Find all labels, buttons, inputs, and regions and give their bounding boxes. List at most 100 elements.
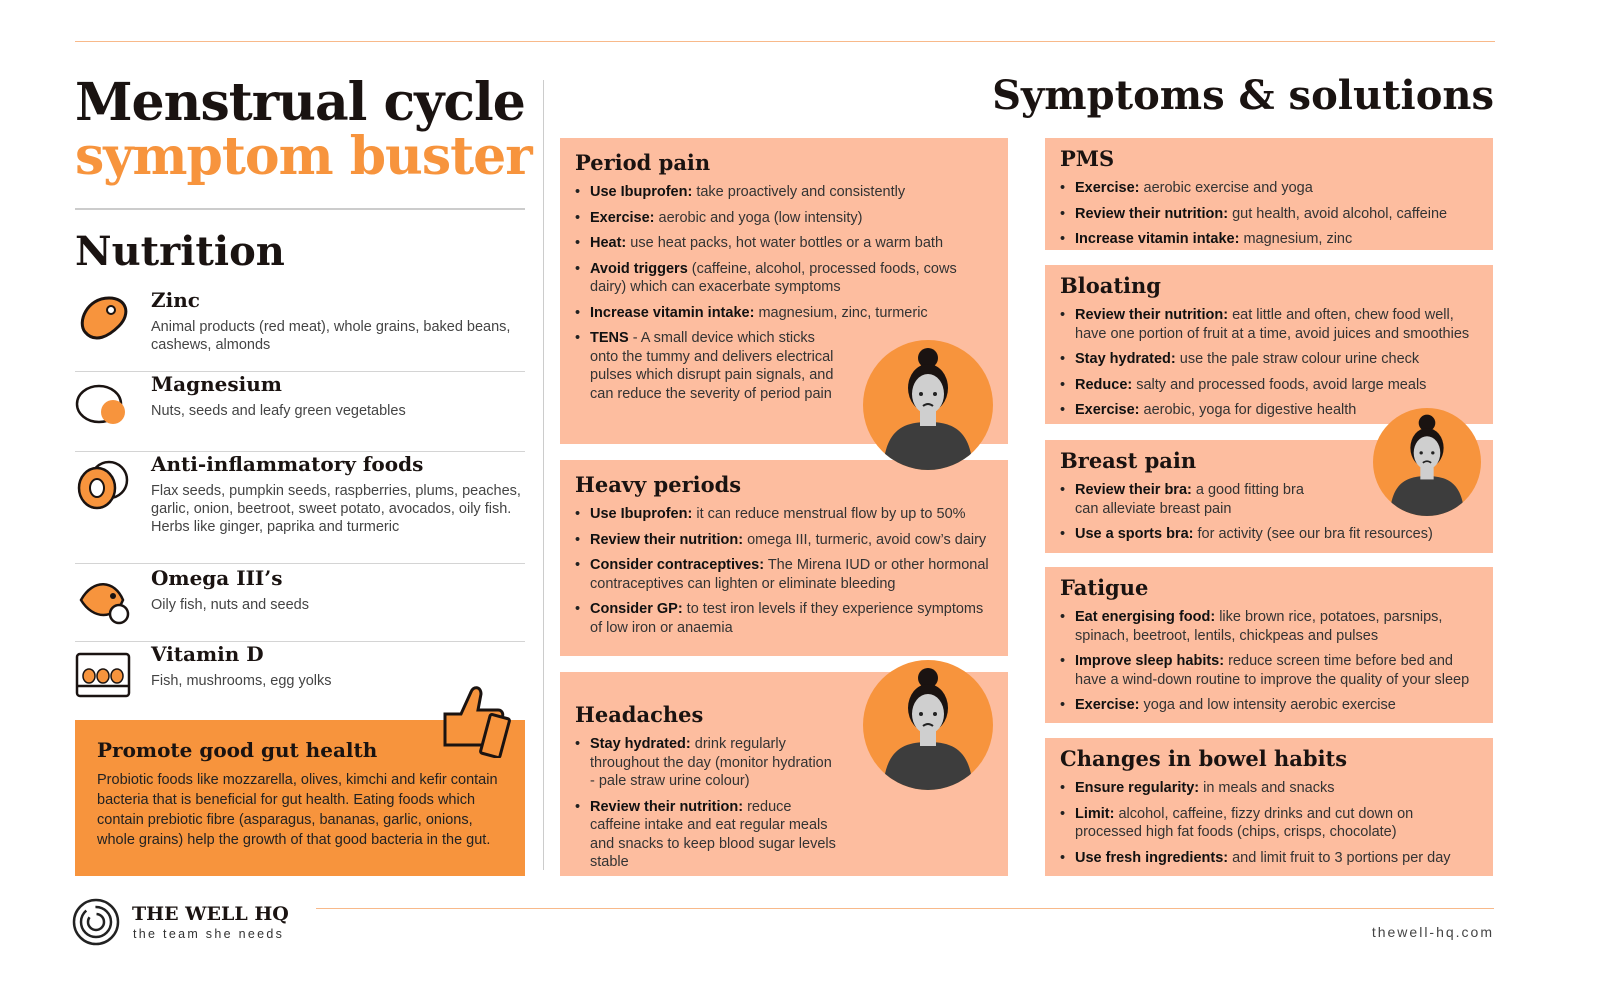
- solution-item: Increase vitamin intake: magnesium, zinc…: [575, 304, 993, 323]
- solution-label: Avoid triggers: [590, 260, 688, 277]
- solution-label: Use fresh ingredients:: [1075, 849, 1229, 866]
- solution-item: Stay hydrated: drink regularly throughou…: [575, 735, 840, 791]
- solution-item: Review their nutrition: reduce caffeine …: [575, 798, 840, 872]
- gut-health-text: Probiotic foods like mozzarella, olives,…: [97, 772, 498, 848]
- solution-label: Increase vitamin intake:: [1075, 231, 1240, 247]
- solution-detail: drink regularly throughout the day (moni…: [590, 736, 832, 789]
- website-link[interactable]: thewell-hq.com: [1371, 924, 1494, 940]
- panel-pms: PMSExercise: aerobic exercise and yogaRe…: [1045, 138, 1493, 250]
- solution-label: Ensure regularity:: [1075, 780, 1200, 796]
- nutrient-name: Anti-inflammatory foods: [151, 452, 424, 476]
- nutrient-item: Magnesium Nuts, seeds and leafy green ve…: [75, 372, 525, 452]
- solution-detail: omega III, turmeric, avoid cow’s dairy: [743, 531, 987, 548]
- solution-label: Heat:: [590, 235, 627, 251]
- solution-label: Stay hydrated:: [590, 736, 691, 752]
- solution-item: Review their nutrition: omega III, turme…: [575, 531, 993, 550]
- solution-detail: it can reduce menstrual flow by up to 50…: [692, 506, 966, 522]
- title-divider: [75, 208, 525, 210]
- solution-item: Use a sports bra: for activity (see our …: [1060, 525, 1478, 544]
- panel-title: Heavy periods: [575, 472, 742, 497]
- solution-item: Use Ibuprofen: it can reduce menstrual f…: [575, 505, 993, 524]
- solution-detail: aerobic, yoga for digestive health: [1139, 402, 1357, 418]
- solution-label: Consider contraceptives:: [590, 557, 765, 573]
- panel-title: Bloating: [1060, 273, 1161, 298]
- solution-item: Improve sleep habits: reduce screen time…: [1060, 652, 1478, 689]
- solution-item: Exercise: aerobic exercise and yoga: [1060, 179, 1478, 198]
- nutrient-item: Anti-inflammatory foods Flax seeds, pump…: [75, 452, 525, 564]
- solution-label: Review their nutrition:: [590, 798, 744, 815]
- solution-label: Use Ibuprofen:: [590, 506, 693, 522]
- solution-detail: reduce caffeine intake and eat regular m…: [590, 798, 836, 871]
- fish-icon: [79, 583, 130, 625]
- well-hq-logo-icon: [72, 898, 120, 946]
- panel-bowel-habits: Changes in bowel habitsEnsure regularity…: [1045, 738, 1493, 876]
- nutrient-item: Vitamin D Fish, mushrooms, egg yolks: [75, 642, 525, 702]
- headache-person-illustration: [863, 660, 993, 790]
- solution-item: Exercise: aerobic and yoga (low intensit…: [575, 209, 993, 228]
- solution-detail: alcohol, caffeine, fizzy drinks and cut …: [1075, 805, 1414, 841]
- panel-title: Breast pain: [1060, 448, 1197, 473]
- panel-title: Changes in bowel habits: [1060, 746, 1348, 771]
- panel-heavy-periods: Heavy periodsUse Ibuprofen: it can reduc…: [560, 460, 1008, 656]
- nutrient-item: Omega III’s Oily fish, nuts and seeds: [75, 566, 525, 642]
- solution-detail: for activity (see our bra fit resources): [1193, 526, 1433, 542]
- solution-item: TENS - A small device which sticks onto …: [575, 329, 840, 403]
- solution-item: Review their bra: a good fitting bra can…: [1060, 481, 1330, 518]
- solution-label: Review their bra:: [1075, 482, 1192, 498]
- solution-detail: gut health, avoid alcohol, caffeine: [1228, 205, 1448, 222]
- solution-label: Review their nutrition:: [1075, 205, 1229, 222]
- solution-item: Increase vitamin intake: magnesium, zinc: [1060, 230, 1478, 249]
- thumbs-up-icon: [443, 686, 511, 758]
- steak-icon: [80, 296, 128, 340]
- solution-detail: use heat packs, hot water bottles or a w…: [626, 235, 944, 251]
- solution-label: Reduce:: [1075, 376, 1133, 393]
- panel-bloating: BloatingReview their nutrition: eat litt…: [1045, 265, 1493, 424]
- solution-label: Stay hydrated:: [1075, 351, 1176, 367]
- period-pain-person-illustration: [863, 340, 993, 470]
- nutrient-description: Animal products (red meat), whole grains…: [151, 319, 511, 353]
- panel-title: Fatigue: [1060, 575, 1149, 600]
- page-title: Menstrual cycle: [75, 72, 526, 133]
- solution-item: Exercise: yoga and low intensity aerobic…: [1060, 696, 1478, 715]
- nutrient-name: Magnesium: [151, 372, 282, 396]
- solution-detail: in meals and snacks: [1199, 780, 1335, 796]
- solution-label: Exercise:: [1075, 697, 1140, 713]
- nutrient-name: Vitamin D: [151, 642, 264, 666]
- solution-detail: aerobic exercise and yoga: [1139, 180, 1313, 196]
- footer-divider: [316, 908, 1494, 909]
- solution-item: Heat: use heat packs, hot water bottles …: [575, 234, 993, 253]
- nutrition-heading: Nutrition: [75, 228, 285, 275]
- solution-item: Use Ibuprofen: take proactively and cons…: [575, 183, 993, 202]
- solution-label: TENS: [590, 330, 629, 346]
- solution-label: Review their nutrition:: [590, 531, 744, 548]
- peach-icon: [77, 460, 129, 510]
- solution-label: Use a sports bra:: [1075, 526, 1194, 542]
- solution-detail: and limit fruit to 3 portions per day: [1228, 849, 1451, 866]
- solution-label: Exercise:: [1075, 180, 1140, 196]
- solution-detail: use the pale straw colour urine check: [1175, 351, 1420, 367]
- solution-label: Improve sleep habits:: [1075, 653, 1225, 669]
- solution-detail: magnesium, zinc, turmeric: [754, 304, 928, 321]
- panel-title: Period pain: [575, 150, 711, 175]
- solution-item: Avoid triggers (caffeine, alcohol, proce…: [575, 260, 993, 297]
- solution-detail: like brown rice, potatoes, parsnips, spi…: [1075, 609, 1443, 644]
- solution-detail: salty and processed foods, avoid large m…: [1132, 376, 1427, 393]
- solution-label: Consider GP:: [590, 601, 683, 617]
- panel-title: Headaches: [575, 702, 704, 727]
- nutrient-description: Oily fish, nuts and seeds: [151, 597, 309, 613]
- solution-label: Eat energising food:: [1075, 609, 1216, 625]
- solution-detail: The Mirena IUD or other hormonal contrac…: [590, 557, 989, 592]
- solution-detail: reduce screen time before bed and have a…: [1075, 653, 1470, 688]
- solution-detail: to test iron levels if they experience s…: [590, 601, 984, 636]
- nutrient-description: Nuts, seeds and leafy green vegetables: [151, 403, 406, 419]
- solution-detail: (caffeine, alcohol, processed foods, cow…: [590, 260, 957, 296]
- solution-label: Review their nutrition:: [1075, 307, 1229, 323]
- nutrient-description: Fish, mushrooms, egg yolks: [151, 673, 332, 689]
- solution-item: Use fresh ingredients: and limit fruit t…: [1060, 849, 1478, 868]
- brand-name: THE WELL HQ: [132, 903, 289, 925]
- solution-label: Limit:: [1075, 805, 1115, 822]
- solution-item: Review their nutrition: gut health, avoi…: [1060, 205, 1478, 224]
- breast-pain-person-illustration: [1373, 408, 1481, 516]
- solution-item: Stay hydrated: use the pale straw colour…: [1060, 350, 1478, 369]
- panel-fatigue: FatigueEat energising food: like brown r…: [1045, 567, 1493, 723]
